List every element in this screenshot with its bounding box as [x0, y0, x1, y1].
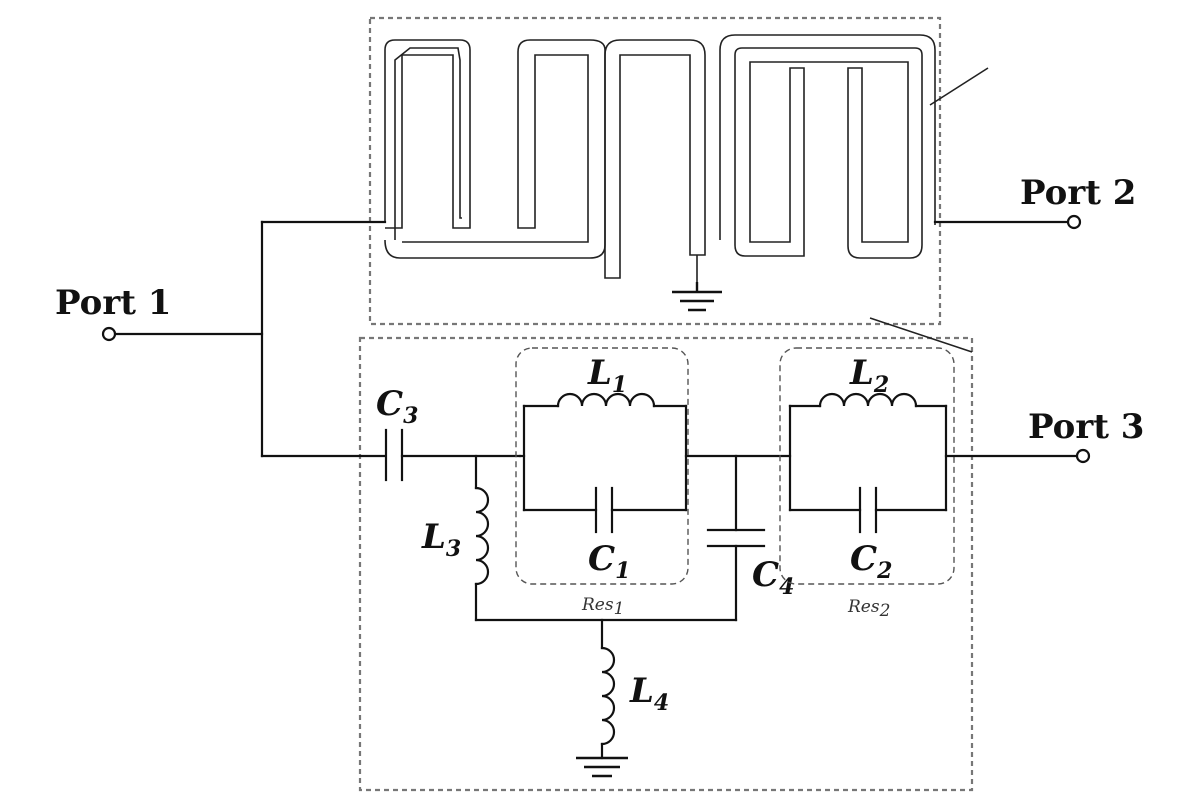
lumped-section-box	[358, 336, 974, 792]
port1-feed	[115, 220, 387, 458]
label-l1: L1	[587, 353, 627, 398]
label-c4: C4	[752, 555, 794, 600]
ground-symbol-top	[672, 282, 722, 312]
inductor-l4	[474, 618, 738, 760]
meander-line-resonator	[384, 34, 989, 282]
microstrip-section-box	[368, 16, 942, 326]
ground-symbol-bottom	[576, 756, 628, 778]
port3-label: Port 3	[1028, 407, 1144, 447]
resonator-2	[788, 392, 1078, 534]
label-c2: C2	[850, 539, 892, 584]
port1-label: Port 1	[55, 283, 171, 323]
label-res1: Res1	[581, 595, 624, 619]
label-l2: L2	[849, 353, 889, 398]
resonator-2-box	[779, 347, 955, 585]
capacitor-c4	[684, 454, 792, 622]
port3-terminal[interactable]	[1075, 448, 1091, 464]
label-c1: C1	[588, 539, 630, 584]
resonator-1-box	[515, 347, 689, 585]
port2-label: Port 2	[1020, 173, 1136, 213]
label-c3: C3	[376, 384, 418, 429]
label-l4: L4	[629, 671, 669, 716]
label-res2: Res2	[847, 597, 890, 621]
port2-terminal[interactable]	[1066, 214, 1082, 230]
label-l3: L3	[421, 517, 461, 562]
capacitor-c3	[384, 428, 522, 482]
resonator-1	[518, 392, 688, 534]
port1-terminal[interactable]	[101, 326, 117, 342]
connector-line	[869, 317, 973, 353]
inductor-l3	[474, 454, 490, 622]
